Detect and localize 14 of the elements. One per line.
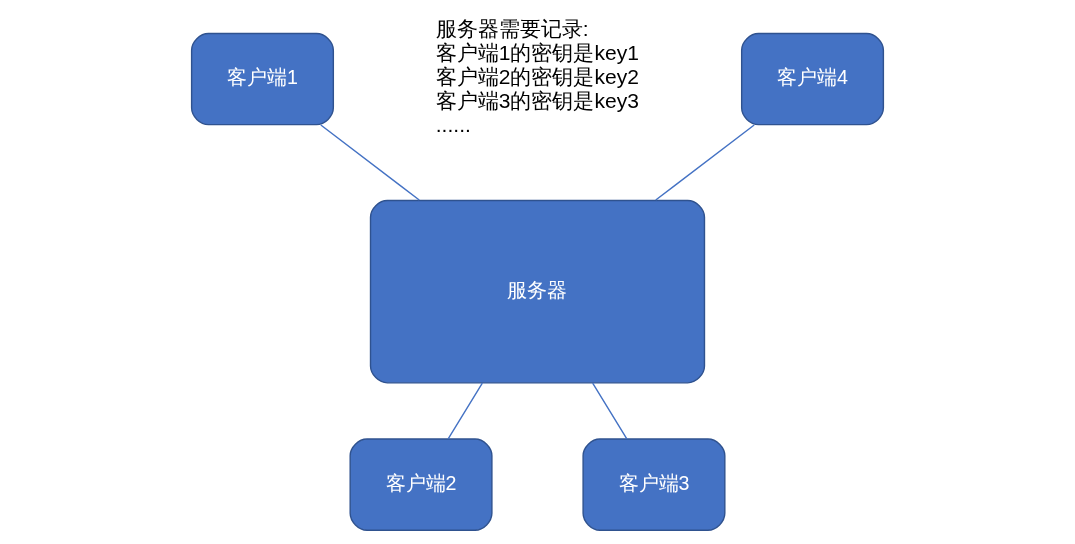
node-box: 客户端1 <box>190 32 335 126</box>
connector <box>447 382 484 440</box>
connector <box>320 124 420 201</box>
node-box: 服务器 <box>369 199 706 384</box>
node-box: 客户端2 <box>349 438 493 531</box>
connector <box>591 382 628 440</box>
node-box: 客户端3 <box>582 438 726 531</box>
node-label: 服务器需要记录: <box>435 17 589 41</box>
connector <box>655 124 755 201</box>
node-label: 客户端1的密钥是key1 <box>435 41 639 65</box>
node-label: 客户端2的密钥是key2 <box>435 64 639 88</box>
node-box: 客户端4 <box>740 32 885 126</box>
node-label: ...... <box>435 112 471 136</box>
node-label: 客户端3的密钥是key3 <box>435 88 639 112</box>
